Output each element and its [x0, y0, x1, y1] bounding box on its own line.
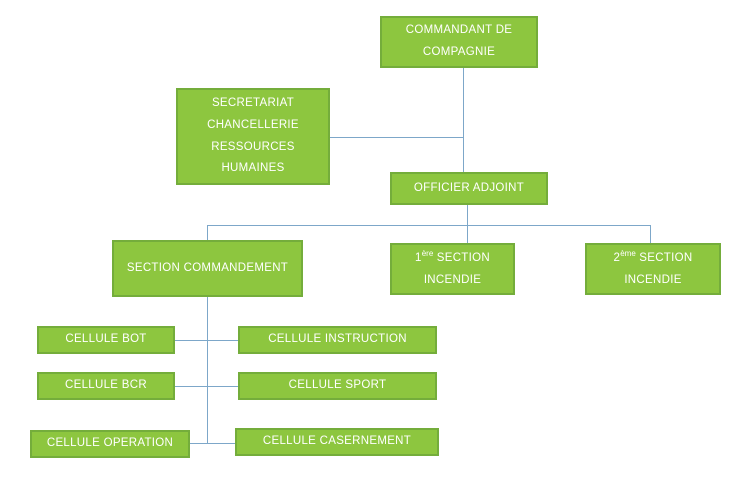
node-label: RESSOURCES [211, 140, 295, 153]
connector-drop-section2 [650, 225, 651, 243]
node-label: 1ère SECTION [415, 249, 490, 265]
org-node-commandant-de-compagnie: COMMANDANT DE COMPAGNIE [380, 16, 538, 68]
org-node-section2-incendie: 2ème SECTION INCENDIE [585, 243, 721, 295]
node-label: CELLULE BCR [65, 379, 147, 392]
org-node-cellule-bot: CELLULE BOT [37, 326, 175, 354]
node-label: CHANCELLERIE [207, 118, 299, 131]
connector-sections-horizontal [207, 225, 651, 226]
org-node-cellule-instruction: CELLULE INSTRUCTION [238, 326, 437, 354]
node-label: OFFICIER ADJOINT [413, 181, 525, 194]
org-node-cellule-operation: CELLULE OPERATION [30, 430, 190, 458]
node-label: 2ème SECTION [613, 249, 693, 265]
node-label: CELLULE INSTRUCTION [268, 333, 407, 346]
node-label: INCENDIE [624, 273, 682, 286]
org-node-cellule-casernement: CELLULE CASERNEMENT [235, 428, 439, 456]
node-label: CELLULE CASERNEMENT [262, 435, 412, 448]
node-label: COMMANDANT DE [405, 24, 513, 37]
org-node-section-commandement: SECTION COMMANDEMENT [112, 240, 303, 297]
node-label: INCENDIE [423, 273, 482, 286]
node-label: HUMAINES [221, 162, 285, 175]
ordinal-superscript: ème [620, 249, 636, 259]
org-node-officier-adjoint: OFFICIER ADJOINT [390, 172, 548, 205]
node-label: CELLULE BOT [65, 333, 147, 346]
org-node-section1-incendie: 1ère SECTION INCENDIE [390, 243, 515, 295]
node-label: COMPAGNIE [422, 46, 496, 58]
org-node-cellule-sport: CELLULE SPORT [238, 372, 437, 400]
ordinal-superscript: ère [421, 249, 434, 259]
org-node-secretariat-chancellerie: SECRETARIAT CHANCELLERIE RESSOURCES HUMA… [176, 88, 330, 185]
node-label: CELLULE SPORT [288, 379, 387, 392]
connector-cellules-row3 [190, 443, 235, 444]
connector-officier-down [467, 205, 468, 243]
connector-secretariat-branch [330, 137, 463, 138]
connector-cellules-row2 [175, 386, 238, 387]
node-label: SECTION COMMANDEMENT [126, 261, 289, 274]
connector-commandement-spine [207, 297, 208, 444]
node-label: SECRETARIAT [211, 96, 295, 109]
org-node-cellule-bcr: CELLULE BCR [37, 372, 175, 400]
connector-commandant-to-officier [463, 68, 464, 172]
node-label: CELLULE OPERATION [46, 437, 174, 450]
connector-drop-section-commandement [207, 225, 208, 240]
connector-cellules-row1 [175, 340, 238, 341]
